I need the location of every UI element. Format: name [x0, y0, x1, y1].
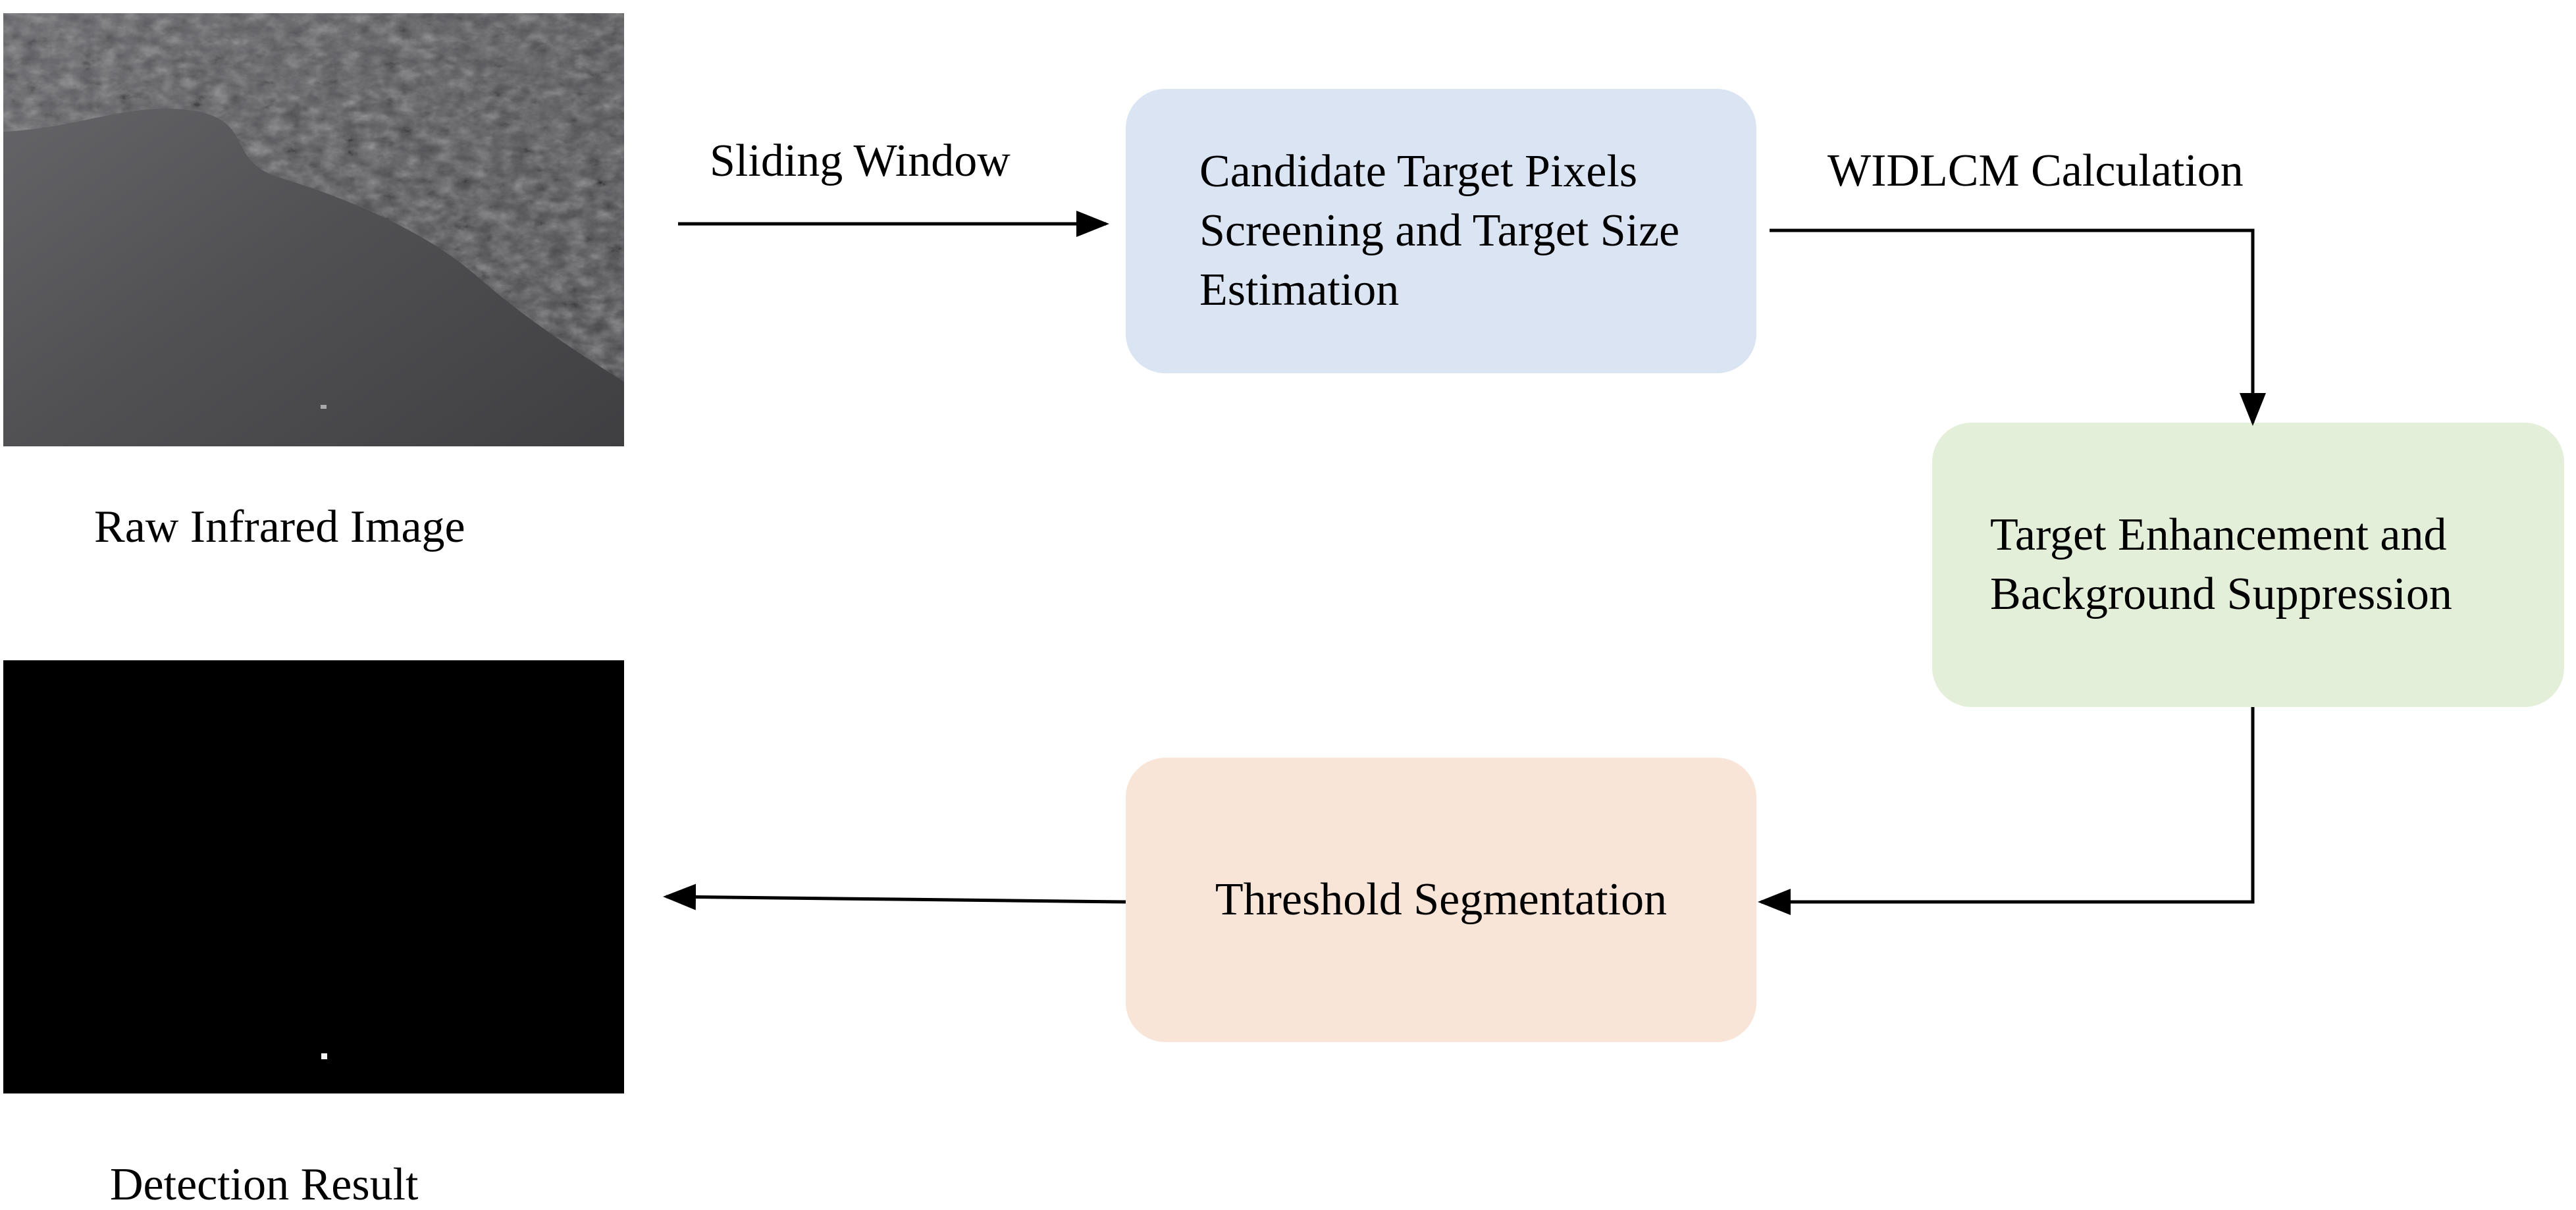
threshold-segmentation-text: Threshold Segmentation: [1215, 874, 1668, 925]
threshold-segmentation-box: Threshold Segmentation: [1126, 758, 1756, 1042]
detected-target-dot: [321, 1053, 327, 1059]
widlcm-calculation-label: WIDLCM Calculation: [1827, 145, 2244, 196]
candidate-screening-text: Candidate Target Pixels Screening and Ta…: [1199, 146, 1680, 315]
arrow-enhance-to-threshold: [1758, 707, 2255, 915]
candidate-screening-box: Candidate Target Pixels Screening and Ta…: [1126, 89, 1756, 373]
raw-infrared-image: [3, 13, 624, 446]
detection-result-caption: Detection Result: [110, 1159, 419, 1210]
target-enhancement-text: Target Enhancement and Background Suppre…: [1990, 510, 2452, 619]
detection-result-image: [3, 660, 624, 1093]
sliding-window-label: Sliding Window: [710, 136, 1011, 186]
arrow-candidate-to-enhance: [1770, 228, 2266, 426]
raw-image-caption: Raw Infrared Image: [94, 502, 465, 552]
target-enhancement-box: Target Enhancement and Background Suppre…: [1932, 423, 2564, 707]
arrow-threshold-to-result: [663, 883, 1126, 910]
